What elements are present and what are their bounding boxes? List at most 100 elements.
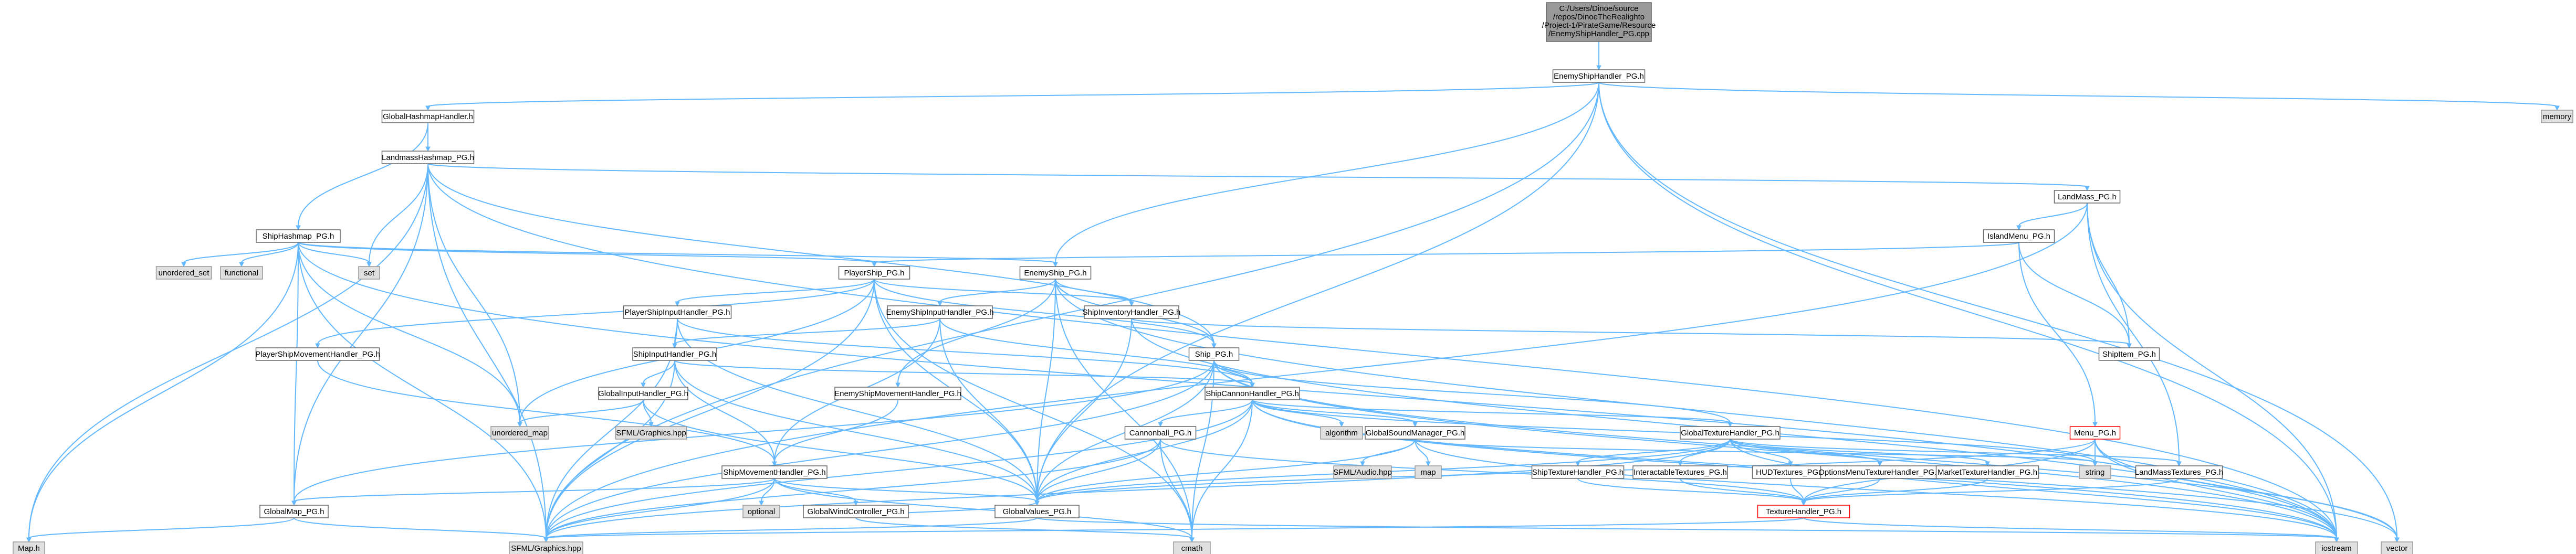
node-label: PlayerShip_PG.h (844, 269, 904, 278)
node-box (887, 305, 993, 319)
node-label: optional (748, 507, 776, 516)
node-box (838, 266, 910, 280)
node-global-wind-controller[interactable]: GlobalWindController_PG.h (803, 505, 909, 518)
node-box (1552, 69, 1646, 83)
node-box (2079, 465, 2111, 479)
edge-global-sound-manager-to-map (1415, 439, 1429, 463)
node-box (615, 426, 687, 440)
node-label: TextureHandler_PG.h (1766, 507, 1841, 516)
edge-global-input-handler-to-unordered-map (519, 399, 644, 423)
arrowhead (2092, 422, 2098, 428)
node-label: memory (2543, 112, 2572, 121)
node-label: ShipItem_PG.h (2102, 350, 2156, 359)
node-land-mass-textures[interactable]: LandMassTextures_PG.h (2135, 465, 2223, 479)
node-label: functional (225, 269, 258, 278)
node-enemy-ship-input-handler[interactable]: EnemyShipInputHandler_PG.h (886, 305, 994, 319)
edge-enemy-ship-movement-handler-to-ship-movement-handler (774, 399, 898, 463)
arrowhead (1250, 382, 1255, 388)
edge-ship-to-global-texture-handler (1213, 360, 1731, 423)
root-label-line: /Project-1/PirateGame/Resource (1542, 21, 1656, 30)
node-landmass-hashmap[interactable]: LandmassHashmap_PG.h (381, 151, 475, 164)
node-ship-inventory-handler[interactable]: ShipInventoryHandler_PG.h (1083, 305, 1181, 319)
arrowhead (2085, 186, 2090, 191)
node-root[interactable]: C:/Users/Dinoe/source/repos/DinoeTheReal… (1542, 2, 1656, 42)
node-global-hashmap-handler[interactable]: GlobalHashmapHandler.h (381, 110, 475, 123)
node-enemy-ship-handler[interactable]: EnemyShipHandler_PG.h (1552, 69, 1646, 83)
root-label-line: C:/Users/Dinoe/source (1559, 4, 1639, 13)
edge-ship-hashmap-to-unordered-set (183, 242, 299, 263)
edge-global-sound-manager-to-iostream (1415, 439, 2337, 539)
arrowhead (1211, 343, 1217, 349)
arrowhead (1339, 422, 1344, 428)
arrowhead (181, 262, 186, 268)
node-global-texture-handler[interactable]: GlobalTextureHandler_PG.h (1680, 426, 1781, 440)
node-menu[interactable]: Menu_PG.h (2069, 426, 2121, 440)
node-functional: functional (220, 266, 263, 280)
edge-ship-hashmap-to-unordered-map (298, 242, 520, 423)
node-label: HUDTextures_PG.h (1756, 468, 1825, 477)
edge-cannonball-to-cmath (1160, 439, 1192, 539)
node-box (1415, 465, 1442, 479)
edge-ship-hashmap-to-enemy-ship (298, 242, 1056, 263)
node-enemy-ship[interactable]: EnemyShip_PG.h (1019, 266, 1092, 280)
node-ship-item[interactable]: ShipItem_PG.h (2098, 347, 2160, 361)
node-box (2315, 541, 2358, 554)
edge-ship-movement-handler-to-sfmlgraphics (546, 478, 775, 539)
node-global-map[interactable]: GlobalMap_PG.h (259, 505, 329, 518)
node-box (1188, 347, 1240, 361)
node-cannonball[interactable]: Cannonball_PG.h (1124, 426, 1197, 440)
node-ship-hashmap[interactable]: ShipHashmap_PG.h (256, 229, 341, 243)
edge-enemy-ship-handler-to-global-hashmap-handler (427, 82, 1599, 107)
node-label: ShipHashmap_PG.h (263, 232, 334, 241)
edge-cannonball-to-texture-handler (1160, 439, 1804, 502)
node-box (2098, 347, 2160, 361)
edge-enemy-ship-handler-to-vector (1598, 82, 2397, 539)
edge-ship-hashmap-to-iostream (298, 242, 2337, 539)
arrowhead (853, 500, 858, 506)
node-box (1084, 305, 1179, 319)
node-box (1019, 266, 1092, 280)
node-island-menu[interactable]: IslandMenu_PG.h (1983, 229, 2055, 243)
node-box (259, 505, 329, 518)
node-player-ship[interactable]: PlayerShip_PG.h (838, 266, 910, 280)
arrowhead (1985, 461, 1990, 467)
node-global-input-handler[interactable]: GlobalInputHandler_PG.h (598, 387, 688, 400)
node-player-ship-input-handler[interactable]: PlayerShipInputHandler_PG.h (623, 305, 732, 319)
node-ship-texture-handler[interactable]: ShipTextureHandler_PG.h (1531, 465, 1625, 479)
node-set: set (358, 266, 380, 280)
node-land-mass[interactable]: LandMass_PG.h (2054, 190, 2121, 204)
node-optional: optional (742, 505, 780, 518)
node-market-texture-handler[interactable]: MarketTextureHandler_PG.h (1935, 465, 2039, 479)
node-global-values[interactable]: GlobalValues_PG.h (994, 505, 1080, 518)
edge-player-ship-input-handler-to-ship-cannon-handler (677, 318, 1253, 384)
node-enemy-ship-movement-handler[interactable]: EnemyShipMovementHandler_PG.h (834, 387, 961, 400)
node-global-sound-manager[interactable]: GlobalSoundManager_PG.h (1365, 426, 1465, 440)
edge-ship-cannon-handler-to-cmath (1191, 399, 1253, 539)
node-hudtextures[interactable]: HUDTextures_PG.h (1752, 465, 1829, 479)
node-sfmlgraphics: SFML/Graphics.hpp (509, 541, 583, 554)
edge-landmass-hashmap-to-unordered-map (427, 163, 520, 423)
node-texture-handler[interactable]: TextureHandler_PG.h (1757, 505, 1850, 518)
edge-ship-hashmap-to-player-ship (298, 242, 875, 263)
node-box (1752, 465, 1829, 479)
arrowhead (2554, 105, 2560, 111)
node-ship-cannon-handler[interactable]: ShipCannonHandler_PG.h (1205, 387, 1300, 400)
node-options-menu-texture-handler[interactable]: OptionsMenuTextureHandler_PG.h (1818, 465, 1941, 479)
node-interactable-textures[interactable]: InteractableTextures_PG.h (1632, 465, 1728, 479)
node-ship-input-handler[interactable]: ShipInputHandler_PG.h (632, 347, 717, 361)
node-ship-movement-handler[interactable]: ShipMovementHandler_PG.h (721, 465, 828, 479)
edge-landmass-hashmap-to-map (28, 163, 428, 539)
arrowhead (1034, 500, 1040, 506)
node-ship[interactable]: Ship_PG.h (1188, 347, 1240, 361)
node-player-ship-movement-handler[interactable]: PlayerShipMovementHandler_PG.h (255, 347, 380, 361)
edge-ship-hashmap-to-functional (241, 242, 299, 263)
edge-ship-movement-handler-to-global-values (774, 478, 1038, 502)
arrowhead (872, 262, 877, 268)
arrowhead (1189, 537, 1195, 543)
node-box (2135, 465, 2223, 479)
node-label: IslandMenu_PG.h (1987, 232, 2050, 241)
node-box (1333, 465, 1392, 479)
edge-ship-inventory-handler-to-global-values (1036, 318, 1132, 502)
node-box (381, 151, 475, 164)
node-label: vector (2386, 544, 2408, 553)
